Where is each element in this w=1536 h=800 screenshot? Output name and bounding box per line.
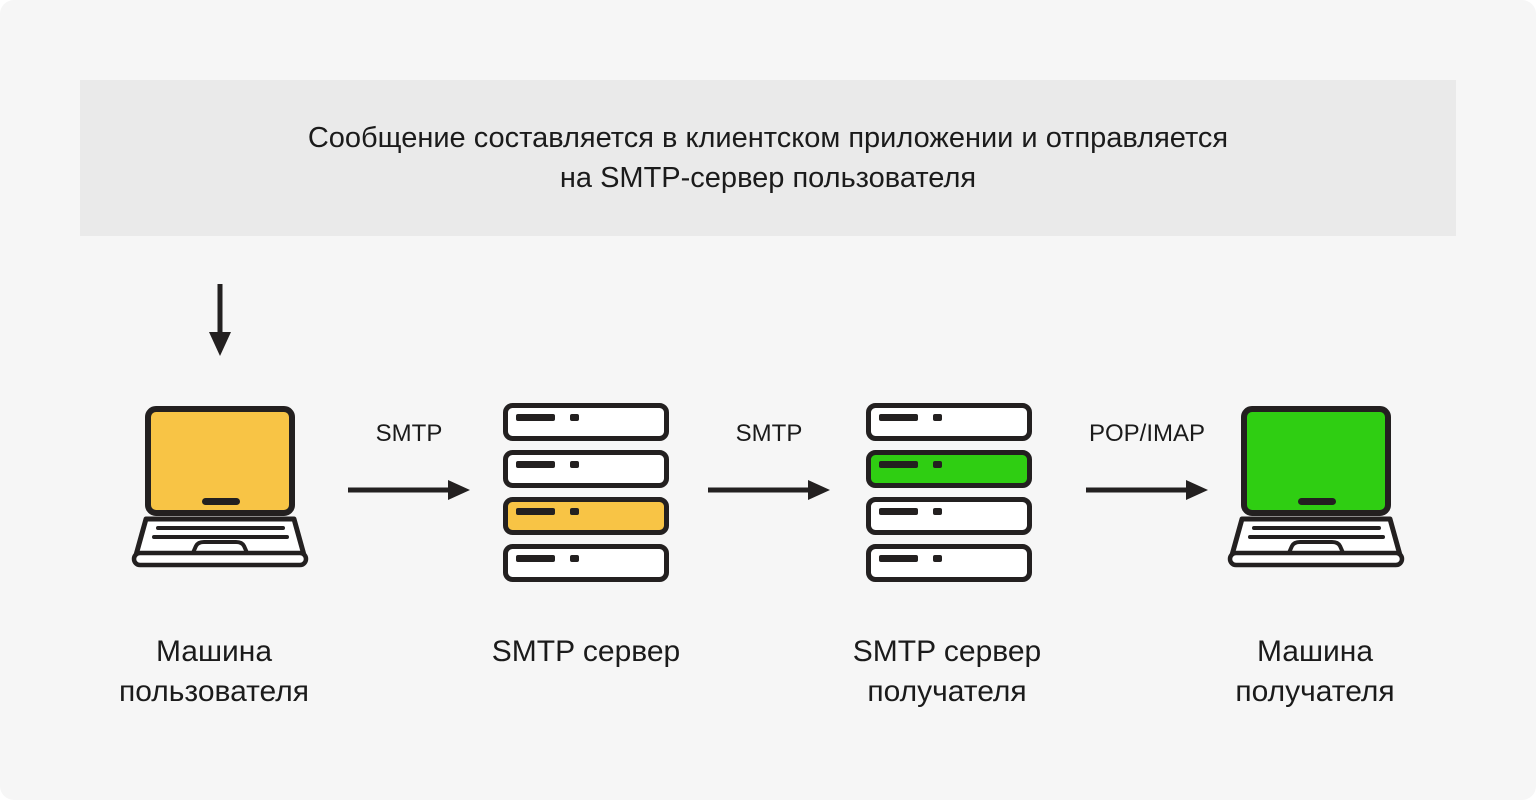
recipient-machine-label: Машина получателя xyxy=(1235,635,1395,708)
recipient-smtp-server-icon xyxy=(866,403,1032,582)
user-machine-label: Машина пользователя xyxy=(119,635,309,708)
smtp-server-icon xyxy=(503,403,669,582)
recipient-smtp-server-label: SMTP сервер получателя xyxy=(852,635,1042,708)
right-arrow-icon xyxy=(348,480,470,500)
pop-imap-protocol-label: POP/IMAP xyxy=(1088,420,1206,447)
highlighted-server-row xyxy=(503,497,669,535)
banner-text-line1: Сообщение составляется в клиентском прил… xyxy=(307,122,1229,154)
smtp-server-label: SMTP сервер xyxy=(491,635,681,668)
header-banner: Сообщение составляется в клиентском прил… xyxy=(80,80,1456,236)
smtp-protocol-label-1: SMTP xyxy=(375,420,443,447)
laptop-screen xyxy=(1241,406,1391,516)
smtp-protocol-label-2: SMTP xyxy=(735,420,803,447)
right-arrow-icon xyxy=(1086,480,1208,500)
banner-text-line2: на SMTP-сервер пользователя xyxy=(559,162,977,194)
right-arrow-icon xyxy=(708,480,830,500)
highlighted-server-row xyxy=(866,450,1032,488)
down-arrow-icon xyxy=(209,284,231,356)
laptop-screen xyxy=(145,406,295,516)
user-laptop-icon xyxy=(131,406,309,568)
recipient-laptop-icon xyxy=(1227,406,1405,568)
